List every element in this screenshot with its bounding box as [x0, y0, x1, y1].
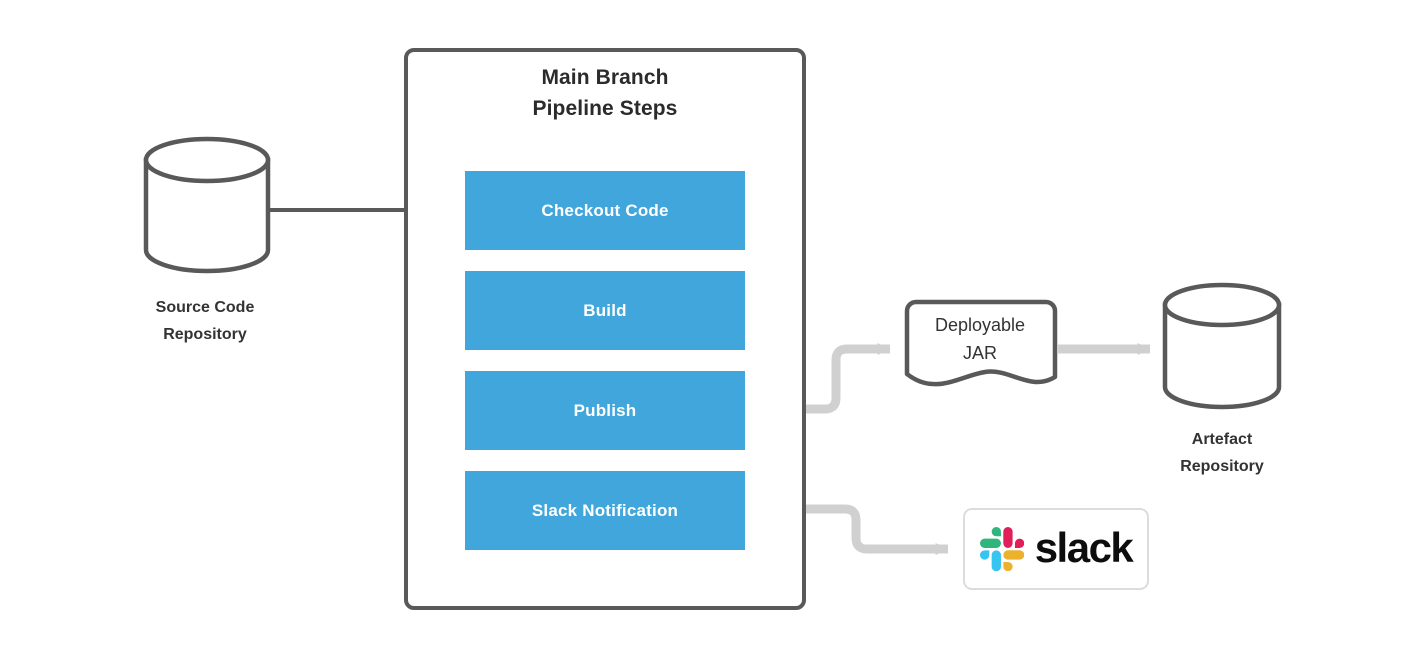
pipeline-step-publish[interactable]: Publish [465, 371, 745, 450]
deployable-jar-label: Deployable JAR [934, 315, 1026, 363]
artefact-repository-cylinder [1162, 282, 1282, 410]
source-code-repository-cylinder [143, 136, 271, 274]
slack-card[interactable]: slack [963, 508, 1149, 590]
pipeline-step-label: Build [583, 300, 627, 320]
pipeline-step-slack-notification[interactable]: Slack Notification [465, 471, 745, 550]
pipeline-step-label: Slack Notification [531, 500, 679, 520]
pipeline-step-label: Checkout Code [541, 200, 669, 220]
pipeline-step-label: Publish [573, 400, 637, 420]
slack-logo-icon [979, 527, 1024, 571]
deployable-jar-document-shape [904, 299, 1058, 387]
artefact-repository-label: Artefact Repository [1180, 431, 1264, 475]
pipeline-title: Main Branch Pipeline Steps [532, 66, 678, 120]
source-code-repository-label: Source Code Repository [155, 299, 255, 343]
connector-publish-to-jar [745, 343, 891, 414]
pipeline-step-build[interactable]: Build [465, 271, 745, 350]
connector-slack-notification-to-slack [745, 504, 949, 555]
slack-wordmark: slack [1034, 523, 1134, 571]
pipeline-step-checkout-code[interactable]: Checkout Code [465, 171, 745, 250]
